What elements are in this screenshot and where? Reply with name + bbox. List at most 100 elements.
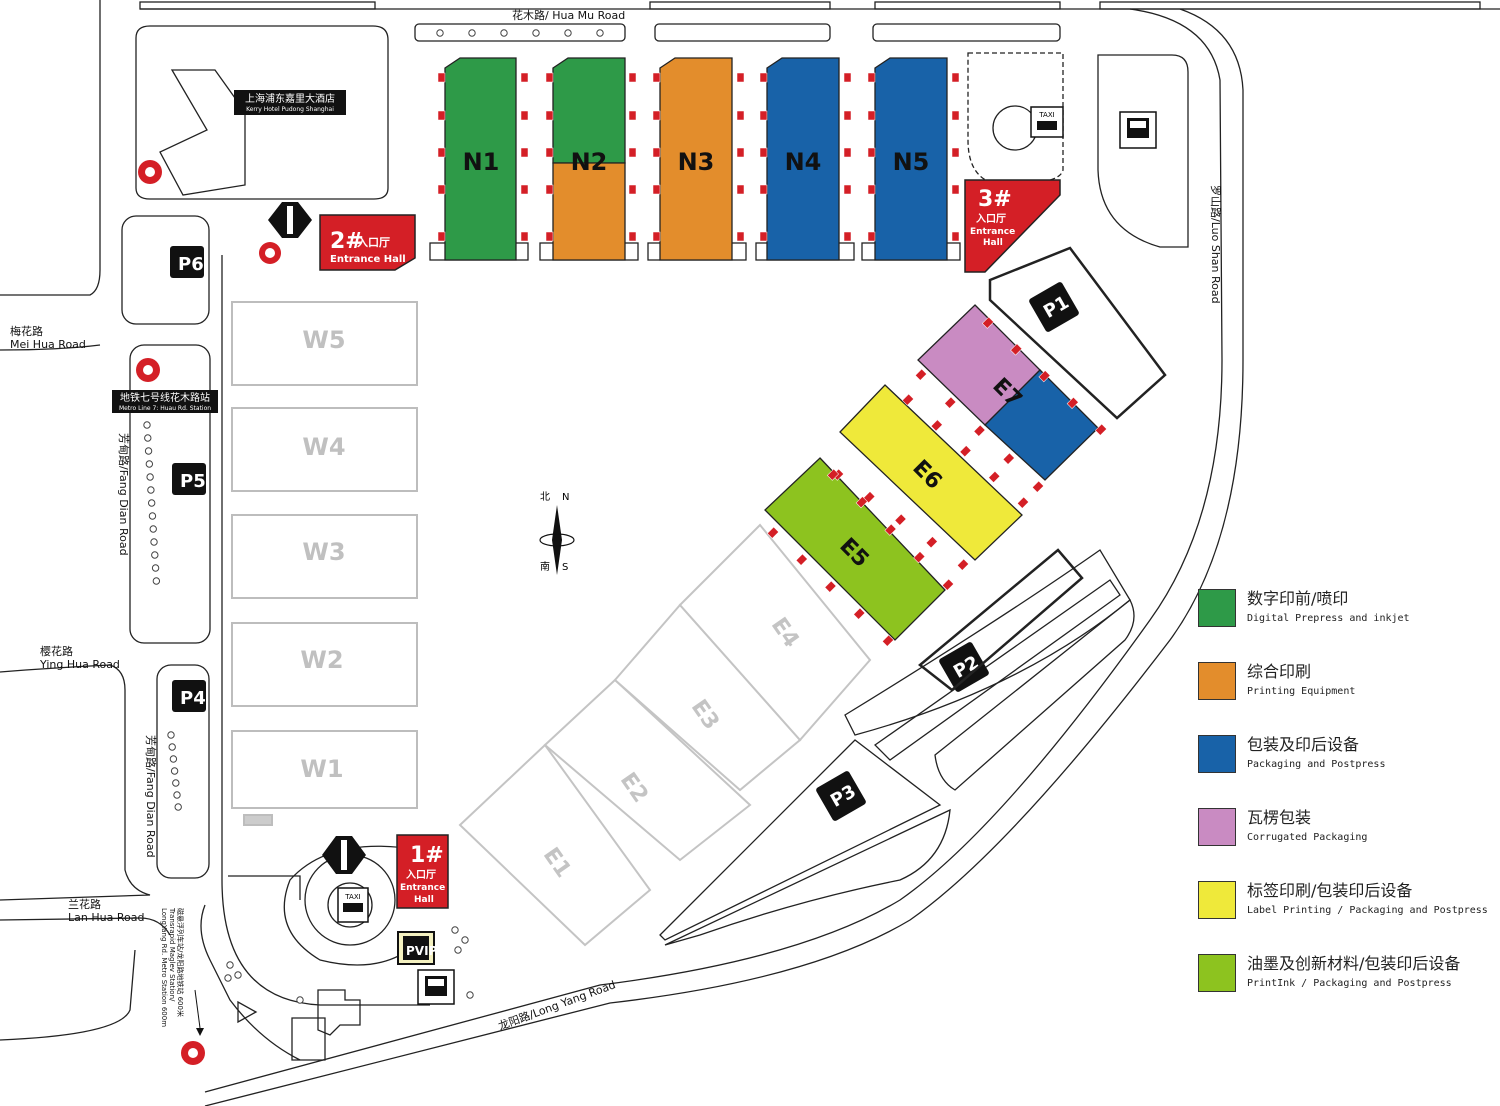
east-hall-doors xyxy=(766,316,1108,647)
door-marker xyxy=(951,231,960,242)
legend-swatch xyxy=(1198,735,1236,773)
tree-icon xyxy=(147,499,156,507)
svg-text:TAXI: TAXI xyxy=(1038,111,1054,119)
hall-n3-label: N3 xyxy=(678,148,715,176)
tree-icon xyxy=(296,996,304,1004)
legend-label-cn: 综合印刷 xyxy=(1247,662,1312,681)
door-marker xyxy=(913,551,926,564)
entrance-3-en2: Hall xyxy=(983,238,1003,248)
legend-label-cn: 标签印刷/包装印后设备 xyxy=(1247,881,1413,900)
tree-icon xyxy=(532,29,540,37)
door-marker xyxy=(894,513,907,526)
entrance-1-number: 1# xyxy=(410,843,444,868)
legend-label-en: Corrugated Packaging xyxy=(1247,832,1368,843)
door-marker xyxy=(652,184,661,195)
door-marker xyxy=(795,553,808,566)
door-marker xyxy=(884,523,897,536)
door-marker xyxy=(956,558,970,571)
door-marker xyxy=(951,110,960,121)
metro-icon xyxy=(181,1041,205,1065)
door-marker xyxy=(867,147,876,158)
taxi-icon: TAXI xyxy=(337,887,369,923)
road-ying-hua-en: Ying Hua Road xyxy=(39,658,120,671)
legend-label-en: PrintInk / Packaging and Postpress xyxy=(1247,978,1452,989)
metro-icons xyxy=(136,160,281,1065)
legend: 数字印前/喷印 Digital Prepress and inkjet 综合印刷… xyxy=(1198,585,1498,1023)
tree-icon xyxy=(168,743,176,751)
parking-p4-label: P4 xyxy=(180,688,206,709)
hall-n1-label: N1 xyxy=(463,148,500,176)
door-marker xyxy=(1066,396,1079,409)
entrance-2-en: Entrance Hall xyxy=(330,254,406,265)
door-marker xyxy=(925,536,938,549)
north-hall-doors xyxy=(437,72,960,242)
road-hua-mu-label: 花木路/ Hua Mu Road xyxy=(512,9,625,22)
door-marker xyxy=(988,470,1001,483)
door-marker xyxy=(520,110,529,121)
door-marker xyxy=(1031,480,1045,493)
door-marker xyxy=(1094,423,1108,436)
legend-item: 数字印前/喷印 Digital Prepress and inkjet xyxy=(1198,585,1498,658)
door-marker xyxy=(520,231,529,242)
door-marker xyxy=(930,419,943,432)
door-marker xyxy=(867,184,876,195)
tree-icon xyxy=(173,791,181,799)
legend-label-cn: 包装及印后设备 xyxy=(1247,735,1360,754)
tree-icon xyxy=(226,961,234,969)
door-marker xyxy=(736,147,745,158)
door-marker xyxy=(652,110,661,121)
door-marker xyxy=(944,396,957,409)
door-marker xyxy=(628,231,637,242)
svg-text:Metro Line 7: Huau Rd. Station: Metro Line 7: Huau Rd. Station xyxy=(119,405,211,412)
legend-label-en: Printing Equipment xyxy=(1247,686,1356,697)
hall-w2-label: W2 xyxy=(300,646,343,674)
tree-icon xyxy=(451,926,459,934)
tree-icon xyxy=(454,946,462,954)
arrow-inner xyxy=(287,206,347,870)
bus-icon xyxy=(1119,111,1157,149)
north-halls xyxy=(429,57,961,261)
metro-station-label: 地铁七号线花木路站 Metro Line 7: Huau Rd. Station xyxy=(112,390,218,413)
svg-text:地铁七号线花木路站: 地铁七号线花木路站 xyxy=(120,391,210,404)
tree-icon xyxy=(170,767,179,775)
entrance-halls xyxy=(319,179,1061,909)
bus-icon xyxy=(417,969,455,1005)
door-marker xyxy=(628,110,637,121)
door-marker xyxy=(959,445,972,458)
entrance-2-cn: 入口厅 xyxy=(357,236,390,249)
door-marker xyxy=(867,110,876,121)
door-marker xyxy=(901,393,915,406)
door-marker xyxy=(652,72,661,83)
door-marker xyxy=(843,184,852,195)
legend-swatch xyxy=(1198,589,1236,627)
entrance-1-en1: Entrance xyxy=(400,883,445,893)
door-marker xyxy=(766,526,780,539)
door-marker xyxy=(1002,452,1015,465)
door-marker xyxy=(759,72,768,83)
svg-text:S: S xyxy=(562,562,568,573)
door-marker xyxy=(843,110,852,121)
tree-icon xyxy=(596,29,604,37)
metro-icon xyxy=(259,242,281,264)
svg-text:Kerry Hotel Pudong Shanghai: Kerry Hotel Pudong Shanghai xyxy=(246,106,334,113)
tree-icon xyxy=(224,974,232,982)
road-mei-hua-cn: 梅花路 xyxy=(10,324,43,338)
door-marker xyxy=(437,184,446,195)
legend-label-cn: 瓦楞包装 xyxy=(1247,808,1312,827)
tree-icon xyxy=(143,421,151,429)
legend-label-en: Digital Prepress and inkjet xyxy=(1247,613,1410,624)
legend-label-cn: 数字印前/喷印 xyxy=(1247,589,1349,608)
hall-n2-label: N2 xyxy=(571,148,608,176)
door-marker xyxy=(437,147,446,158)
tree-icon xyxy=(144,434,152,442)
maglev-label-en1: Transrapid Maglev Station/ xyxy=(168,907,176,1002)
legend-item: 油墨及创新材料/包装印后设备 PrintInk / Packaging and … xyxy=(1198,950,1498,1023)
door-marker xyxy=(545,231,554,242)
door-marker xyxy=(951,147,960,158)
tree-icon xyxy=(500,29,508,37)
road-mei-hua-en: Mei Hua Road xyxy=(10,338,86,351)
door-marker xyxy=(867,231,876,242)
tree-icon xyxy=(172,779,180,787)
hall-n4-label: N4 xyxy=(785,148,822,176)
